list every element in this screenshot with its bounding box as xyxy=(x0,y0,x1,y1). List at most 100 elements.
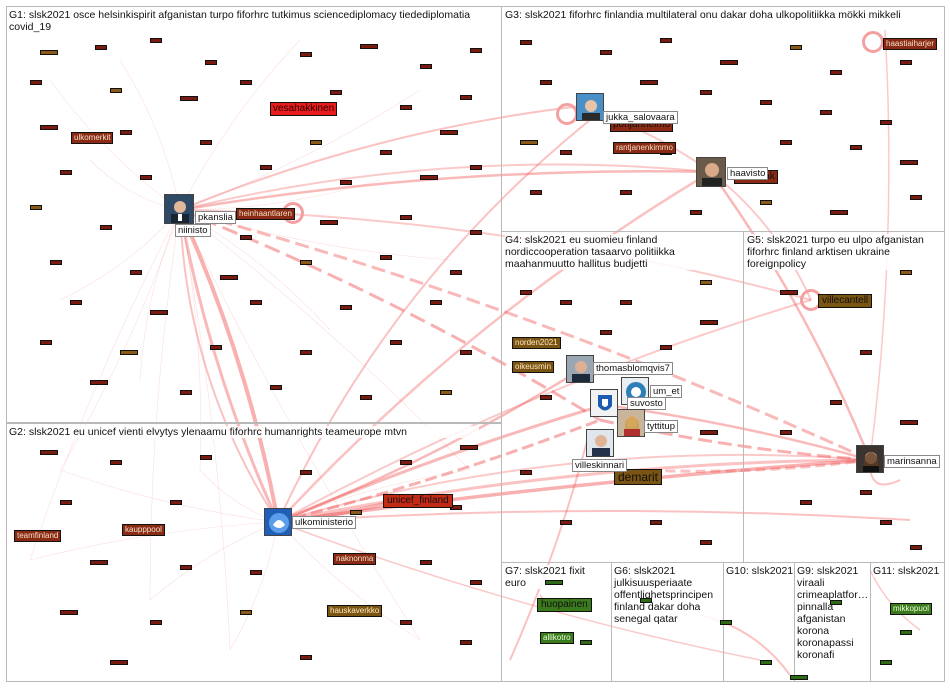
graph-node[interactable] xyxy=(100,225,112,230)
avatar-ulkoministerio[interactable] xyxy=(264,508,292,536)
graph-node[interactable] xyxy=(150,620,162,625)
graph-node[interactable] xyxy=(780,140,792,145)
graph-node[interactable] xyxy=(545,580,563,585)
graph-node[interactable] xyxy=(820,110,832,115)
graph-node[interactable] xyxy=(130,270,142,275)
graph-node[interactable] xyxy=(150,310,168,315)
graph-node[interactable] xyxy=(470,48,482,53)
graph-node[interactable] xyxy=(200,140,212,145)
graph-node[interactable] xyxy=(830,600,842,605)
graph-node[interactable] xyxy=(580,640,592,645)
graph-node[interactable] xyxy=(140,175,152,180)
graph-node[interactable] xyxy=(530,190,542,195)
graph-node[interactable] xyxy=(40,50,58,55)
graph-node[interactable] xyxy=(180,96,198,101)
graph-node[interactable] xyxy=(150,38,162,43)
graph-node[interactable] xyxy=(830,210,848,215)
graph-node[interactable] xyxy=(60,500,72,505)
graph-node[interactable] xyxy=(420,64,432,69)
graph-node[interactable] xyxy=(300,260,312,265)
graph-node[interactable] xyxy=(660,38,672,43)
graph-node[interactable] xyxy=(300,655,312,660)
graph-node[interactable] xyxy=(250,300,262,305)
graph-node[interactable] xyxy=(900,420,918,425)
graph-node[interactable] xyxy=(880,660,892,665)
graph-node[interactable] xyxy=(760,660,772,665)
graph-node[interactable] xyxy=(900,160,918,165)
graph-node[interactable] xyxy=(60,170,72,175)
graph-node[interactable] xyxy=(400,620,412,625)
graph-node[interactable] xyxy=(540,80,552,85)
node-rantjanenkimmo[interactable]: rantjanenkimmo xyxy=(613,142,676,154)
graph-node[interactable] xyxy=(30,80,42,85)
graph-node[interactable] xyxy=(760,100,772,105)
graph-node[interactable] xyxy=(860,350,872,355)
node-demarit[interactable]: demarit xyxy=(614,469,663,485)
graph-node[interactable] xyxy=(620,300,632,305)
graph-node[interactable] xyxy=(200,455,212,460)
graph-node[interactable] xyxy=(380,255,392,260)
avatar-villeskinnari[interactable] xyxy=(586,429,614,457)
graph-node[interactable] xyxy=(340,180,352,185)
graph-node[interactable] xyxy=(650,520,662,525)
graph-node[interactable] xyxy=(860,490,872,495)
node-norden2021[interactable]: norden2021 xyxy=(512,337,561,349)
graph-node[interactable] xyxy=(30,205,42,210)
avatar-haavisto[interactable] xyxy=(696,157,726,187)
graph-node[interactable] xyxy=(380,150,392,155)
graph-node[interactable] xyxy=(830,70,842,75)
graph-node[interactable] xyxy=(400,460,412,465)
graph-node[interactable] xyxy=(350,510,362,515)
graph-node[interactable] xyxy=(360,44,378,49)
graph-node[interactable] xyxy=(40,340,52,345)
graph-node[interactable] xyxy=(460,95,472,100)
graph-node[interactable] xyxy=(910,195,922,200)
graph-node[interactable] xyxy=(320,220,338,225)
avatar-thomasblomqvist[interactable] xyxy=(566,355,594,383)
graph-node[interactable] xyxy=(330,90,342,95)
graph-node[interactable] xyxy=(540,395,552,400)
graph-node[interactable] xyxy=(470,580,482,585)
node-naknonma[interactable]: naknonma xyxy=(333,553,377,565)
graph-node[interactable] xyxy=(440,130,458,135)
graph-node[interactable] xyxy=(110,660,128,665)
graph-node[interactable] xyxy=(90,380,108,385)
node-mikkopuol[interactable]: mikkopuol xyxy=(890,603,933,615)
graph-node[interactable] xyxy=(660,345,672,350)
graph-node[interactable] xyxy=(700,320,718,325)
graph-node[interactable] xyxy=(910,545,922,550)
avatar-tyttitup[interactable] xyxy=(617,409,645,437)
graph-node[interactable] xyxy=(220,275,238,280)
graph-node[interactable] xyxy=(210,345,222,350)
graph-node[interactable] xyxy=(50,260,62,265)
node-teamfinland[interactable]: teamfinland xyxy=(14,530,62,542)
graph-node[interactable] xyxy=(690,210,702,215)
graph-node[interactable] xyxy=(520,140,538,145)
graph-node[interactable] xyxy=(260,165,272,170)
graph-node[interactable] xyxy=(240,610,252,615)
graph-node[interactable] xyxy=(240,80,252,85)
graph-node[interactable] xyxy=(470,165,482,170)
graph-node[interactable] xyxy=(700,90,712,95)
graph-node[interactable] xyxy=(420,560,432,565)
graph-node[interactable] xyxy=(460,445,478,450)
graph-node[interactable] xyxy=(40,125,58,130)
graph-node[interactable] xyxy=(620,190,632,195)
graph-node[interactable] xyxy=(300,52,312,57)
node-unicef-finland[interactable]: unicef_finland xyxy=(383,494,453,508)
graph-node[interactable] xyxy=(760,200,772,205)
graph-node[interactable] xyxy=(880,520,892,525)
graph-node[interactable] xyxy=(90,560,108,565)
graph-node[interactable] xyxy=(40,450,58,455)
node-kaupppool[interactable]: kaupppool xyxy=(122,524,165,536)
graph-node[interactable] xyxy=(300,350,312,355)
node-hauskaverkko[interactable]: hauskaverkko xyxy=(327,605,383,617)
graph-node[interactable] xyxy=(300,470,312,475)
graph-node[interactable] xyxy=(640,80,658,85)
graph-node[interactable] xyxy=(600,330,612,335)
node-ulkomerkit[interactable]: ulkomerkit xyxy=(71,132,114,144)
graph-node[interactable] xyxy=(700,540,712,545)
graph-node[interactable] xyxy=(240,235,252,240)
graph-node[interactable] xyxy=(340,305,352,310)
graph-node[interactable] xyxy=(790,45,802,50)
